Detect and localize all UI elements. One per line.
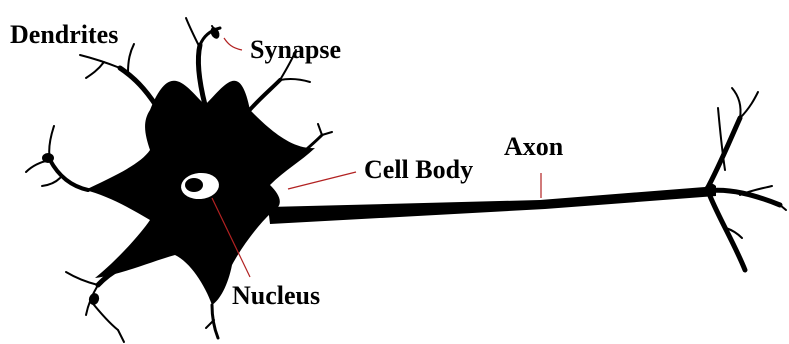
axon-label: Axon — [504, 132, 564, 161]
synapse-label: Synapse — [250, 35, 341, 64]
dendrites-label: Dendrites — [10, 20, 118, 49]
cell-body-leader-line — [288, 172, 356, 189]
nucleus-label: Nucleus — [232, 281, 320, 310]
axon-shape — [268, 183, 716, 224]
axon-terminal-branches — [706, 88, 786, 270]
cell-body-label: Cell Body — [364, 155, 473, 184]
synapse-leader-line — [224, 38, 242, 50]
